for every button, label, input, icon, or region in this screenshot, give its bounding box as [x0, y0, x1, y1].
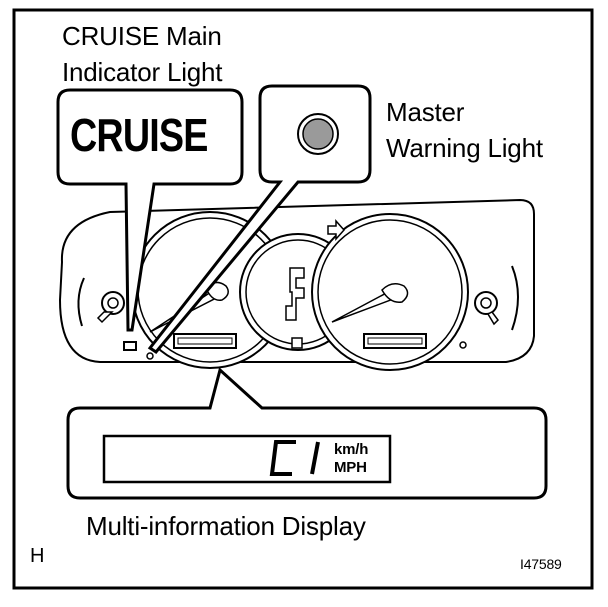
left-bezel-arc — [77, 277, 85, 327]
figure-code: I47589 — [520, 556, 562, 572]
multi-info-lcd — [102, 434, 392, 484]
master-warning-label-line1: Master — [386, 97, 465, 127]
cluster-housing — [58, 198, 535, 363]
cruise-main-label-line2: Indicator Light — [62, 57, 223, 87]
lcd-code-glyphs — [269, 440, 320, 476]
cruise-main-label-line1: CRUISE Main — [62, 21, 222, 51]
multi-info-display-label: Multi-information Display — [86, 511, 366, 541]
cruise-lamp-position — [123, 341, 137, 351]
lcd-unit-top: km/h — [334, 441, 369, 458]
turn-signal-icon — [327, 219, 346, 241]
corner-letter: H — [30, 545, 45, 567]
master-warning-lamp-icon — [302, 118, 334, 150]
outer-border — [12, 8, 594, 590]
right-bezel-arc — [511, 265, 519, 331]
tachometer — [311, 213, 469, 371]
cruise-callout — [56, 88, 244, 332]
fuel-gauge — [96, 291, 125, 324]
master-warning-position — [146, 352, 154, 360]
lcd-unit-bottom: MPH — [334, 459, 367, 476]
master-warning-label-line2: Warning Light — [386, 133, 543, 163]
indicator-dot-right — [459, 341, 467, 349]
cruise-indicator-text: CRUISE — [70, 109, 208, 161]
temp-gauge — [474, 291, 499, 326]
